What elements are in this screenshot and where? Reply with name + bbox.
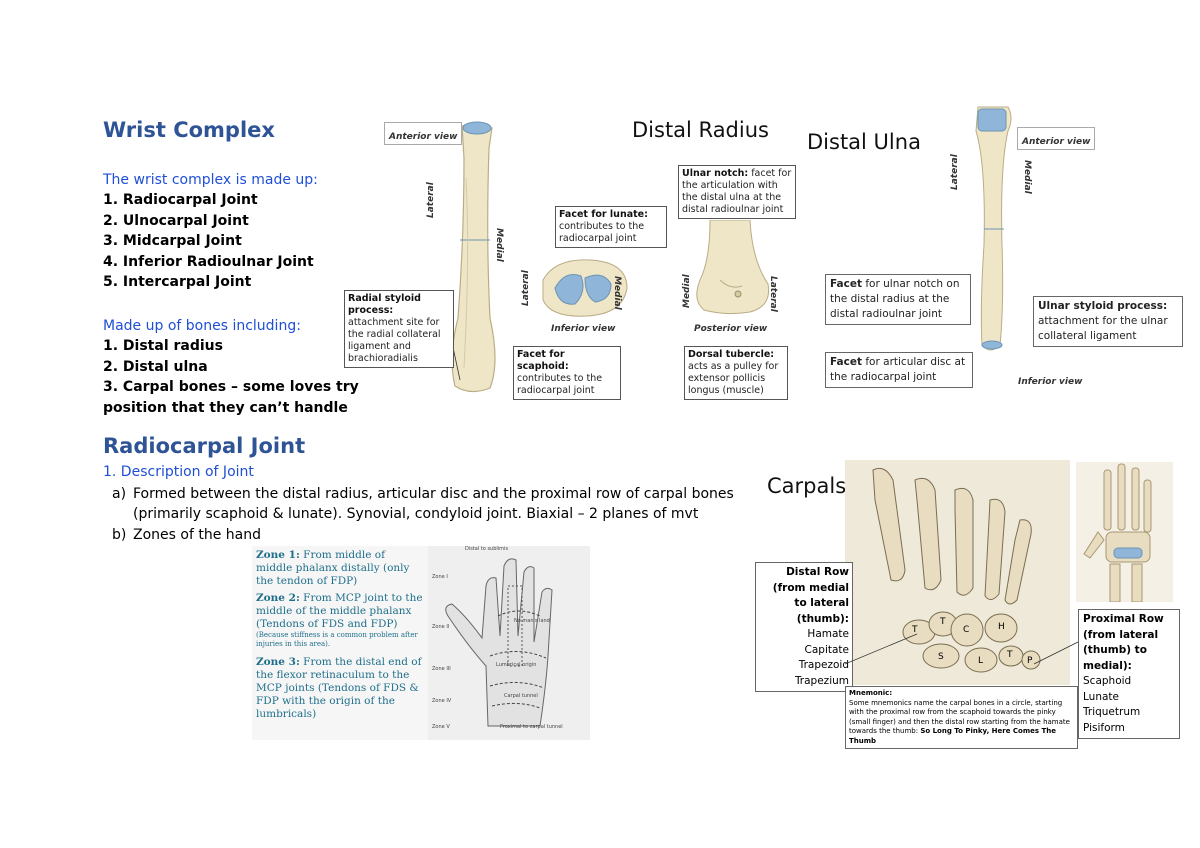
joint-item: 1. Radiocarpal Joint: [103, 192, 258, 208]
carpal-letter-triquetrum: T: [1007, 650, 1013, 660]
carpal-bones-illustration: [845, 460, 1070, 685]
carpal-letter-trapezoid: T: [940, 617, 946, 627]
radius-inferior-illustration: [542, 259, 628, 317]
ulna-medial-label: Medial: [1022, 160, 1032, 194]
radius-posterior-illustration: [696, 220, 770, 315]
hand-skeleton-illustration: [1076, 462, 1173, 602]
proximal-row-box: Proximal Row (from lateral (thumb) to me…: [1078, 609, 1180, 739]
carpal-letter-hamate: H: [998, 622, 1005, 632]
distal-row-item: Trapezium: [794, 674, 849, 687]
lunate-facet-callout: Facet for lunate:contributes to the radi…: [555, 206, 667, 248]
posterior-medial-label: Medial: [682, 274, 692, 308]
wrist-complex-title: Wrist Complex: [103, 118, 275, 142]
carpal-letter-lunate: L: [978, 656, 984, 666]
carpal-letter-pisiform: P: [1027, 656, 1033, 666]
zone2-text: Zone 2: From MCP joint to the middle of …: [256, 592, 423, 648]
inferior-medial-label: Medial: [612, 276, 622, 310]
proximal-row-item: Scaphoid: [1083, 675, 1132, 687]
made-up-heading: The wrist complex is made up:: [103, 172, 318, 188]
mnemonic-text: Some mnemonics name the carpal bones in …: [849, 698, 1070, 736]
posterior-view-label: Posterior view: [694, 324, 768, 334]
hand-label-zone5: Zone V: [432, 724, 450, 730]
ulna-lateral-label: Lateral: [950, 154, 960, 190]
hand-label-zone3: Zone III: [432, 666, 451, 672]
ulna-inferior-view-label: Inferior view: [1018, 377, 1083, 387]
bones-list: 1. Distal radius 2. Distal ulna 3. Carpa…: [103, 336, 359, 418]
carpal-letter-scaphoid: S: [938, 652, 944, 662]
radiocarpal-title: Radiocarpal Joint: [103, 434, 306, 458]
distal-row-item: Hamate: [807, 628, 849, 640]
distal-row-title: Distal Row (from medial to lateral (thum…: [772, 566, 849, 625]
ulnar-notch-callout: Ulnar notch: facet for the articulation …: [678, 165, 796, 219]
carpal-letter-trapezium: T: [912, 625, 918, 635]
ulna-anterior-view-label: Anterior view: [1017, 127, 1096, 150]
zone3-text: Zone 3: From the distal end of the flexo…: [256, 656, 422, 720]
item-a-marker: a): [112, 486, 127, 502]
hand-zones-sketch: [428, 546, 590, 740]
ulnar-notch-facet-callout: Facet for ulnar notch on the distal radi…: [825, 274, 971, 325]
distal-row-item: Trapezoid: [798, 659, 849, 671]
hand-label-lumbrical: Lumbrical origin: [496, 662, 537, 668]
mnemonic-title: Mnemonic:: [849, 689, 893, 697]
joint-item: 3. Midcarpal Joint: [103, 233, 242, 249]
bone-item: position that they can’t handle: [103, 399, 348, 416]
bones-heading: Made up of bones including:: [103, 318, 301, 334]
ulnar-styloid-callout: Ulnar styloid process: attachment for th…: [1033, 296, 1183, 347]
proximal-row-title: Proximal Row (from lateral (thumb) to me…: [1083, 613, 1164, 672]
distal-ulna-title: Distal Ulna: [807, 130, 921, 154]
item-a-line1: Formed between the distal radius, articu…: [133, 486, 734, 502]
posterior-lateral-label: Lateral: [768, 276, 778, 312]
carpals-title: Carpals: [767, 474, 847, 498]
scaphoid-facet-callout: Facet for scaphoid:contributes to the ra…: [513, 346, 621, 400]
bone-item: 2. Distal ulna: [103, 358, 208, 375]
joint-item: 4. Inferior Radioulnar Joint: [103, 253, 314, 270]
inferior-view-label: Inferior view: [551, 324, 616, 334]
hand-label-nomansland: No man's land: [514, 618, 550, 624]
distal-row-pointer: [845, 633, 918, 665]
zone1-text: Zone 1: From middle of middle phalanx di…: [256, 549, 410, 587]
hand-label-zone1: Zone I: [432, 574, 448, 580]
radial-styloid-callout: Radial styloid process:attachment site f…: [344, 290, 454, 368]
distal-row-item: Capitate: [804, 643, 849, 656]
distal-radius-title: Distal Radius: [632, 118, 769, 142]
zones-figure: Zone 1: From middle of middle phalanx di…: [252, 546, 590, 740]
hand-label-zone2: Zone II: [432, 624, 450, 630]
radius-lateral-label: Lateral: [426, 182, 436, 218]
proximal-row-item: Pisiform: [1083, 721, 1125, 734]
item-b-marker: b): [112, 527, 127, 543]
proximal-row-item: Triquetrum: [1083, 706, 1141, 718]
proximal-row-pointer: [1033, 641, 1079, 665]
dorsal-tubercle-callout: Dorsal tubercle:acts as a pulley for ext…: [684, 346, 788, 400]
articular-disc-facet-callout: Facet for articular disc at the radiocar…: [825, 352, 973, 388]
ulna-bone-illustration: [975, 106, 1012, 351]
radius-bone-illustration: [447, 121, 496, 393]
inferior-lateral-label: Lateral: [521, 270, 531, 306]
bone-item: 3. Carpal bones – some loves try: [103, 379, 359, 395]
hand-label-distal: Distal to sublimis: [465, 546, 509, 552]
item-a-line2: (primarily scaphoid & lunate). Synovial,…: [133, 506, 699, 522]
mnemonic-phrase: So Long To Pinky, Here Comes The Thumb: [849, 727, 1057, 745]
item-b-text: Zones of the hand: [133, 527, 261, 543]
proximal-row-item: Lunate: [1083, 690, 1119, 703]
carpal-letter-capitate: C: [963, 625, 970, 635]
joint-item: 5. Intercarpal Joint: [103, 274, 252, 290]
joint-item: 2. Ulnocarpal Joint: [103, 212, 249, 229]
radius-figure: Anterior view Lateral Medial Radial styl…: [340, 118, 620, 398]
hand-label-zone4: Zone IV: [432, 698, 452, 704]
distal-row-box: Distal Row (from medial to lateral (thum…: [755, 562, 853, 692]
hand-label-proximal: Proximal to carpal tunnel: [500, 724, 563, 730]
description-subheading: 1. Description of Joint: [103, 464, 254, 480]
joint-list: 1. Radiocarpal Joint 2. Ulnocarpal Joint…: [103, 190, 314, 293]
hand-label-carpal-tunnel: Carpal tunnel: [504, 693, 538, 699]
mnemonic-box: Mnemonic: Some mnemonics name the carpal…: [845, 686, 1078, 749]
bone-item: 1. Distal radius: [103, 338, 223, 354]
radius-medial-label: Medial: [494, 228, 504, 262]
